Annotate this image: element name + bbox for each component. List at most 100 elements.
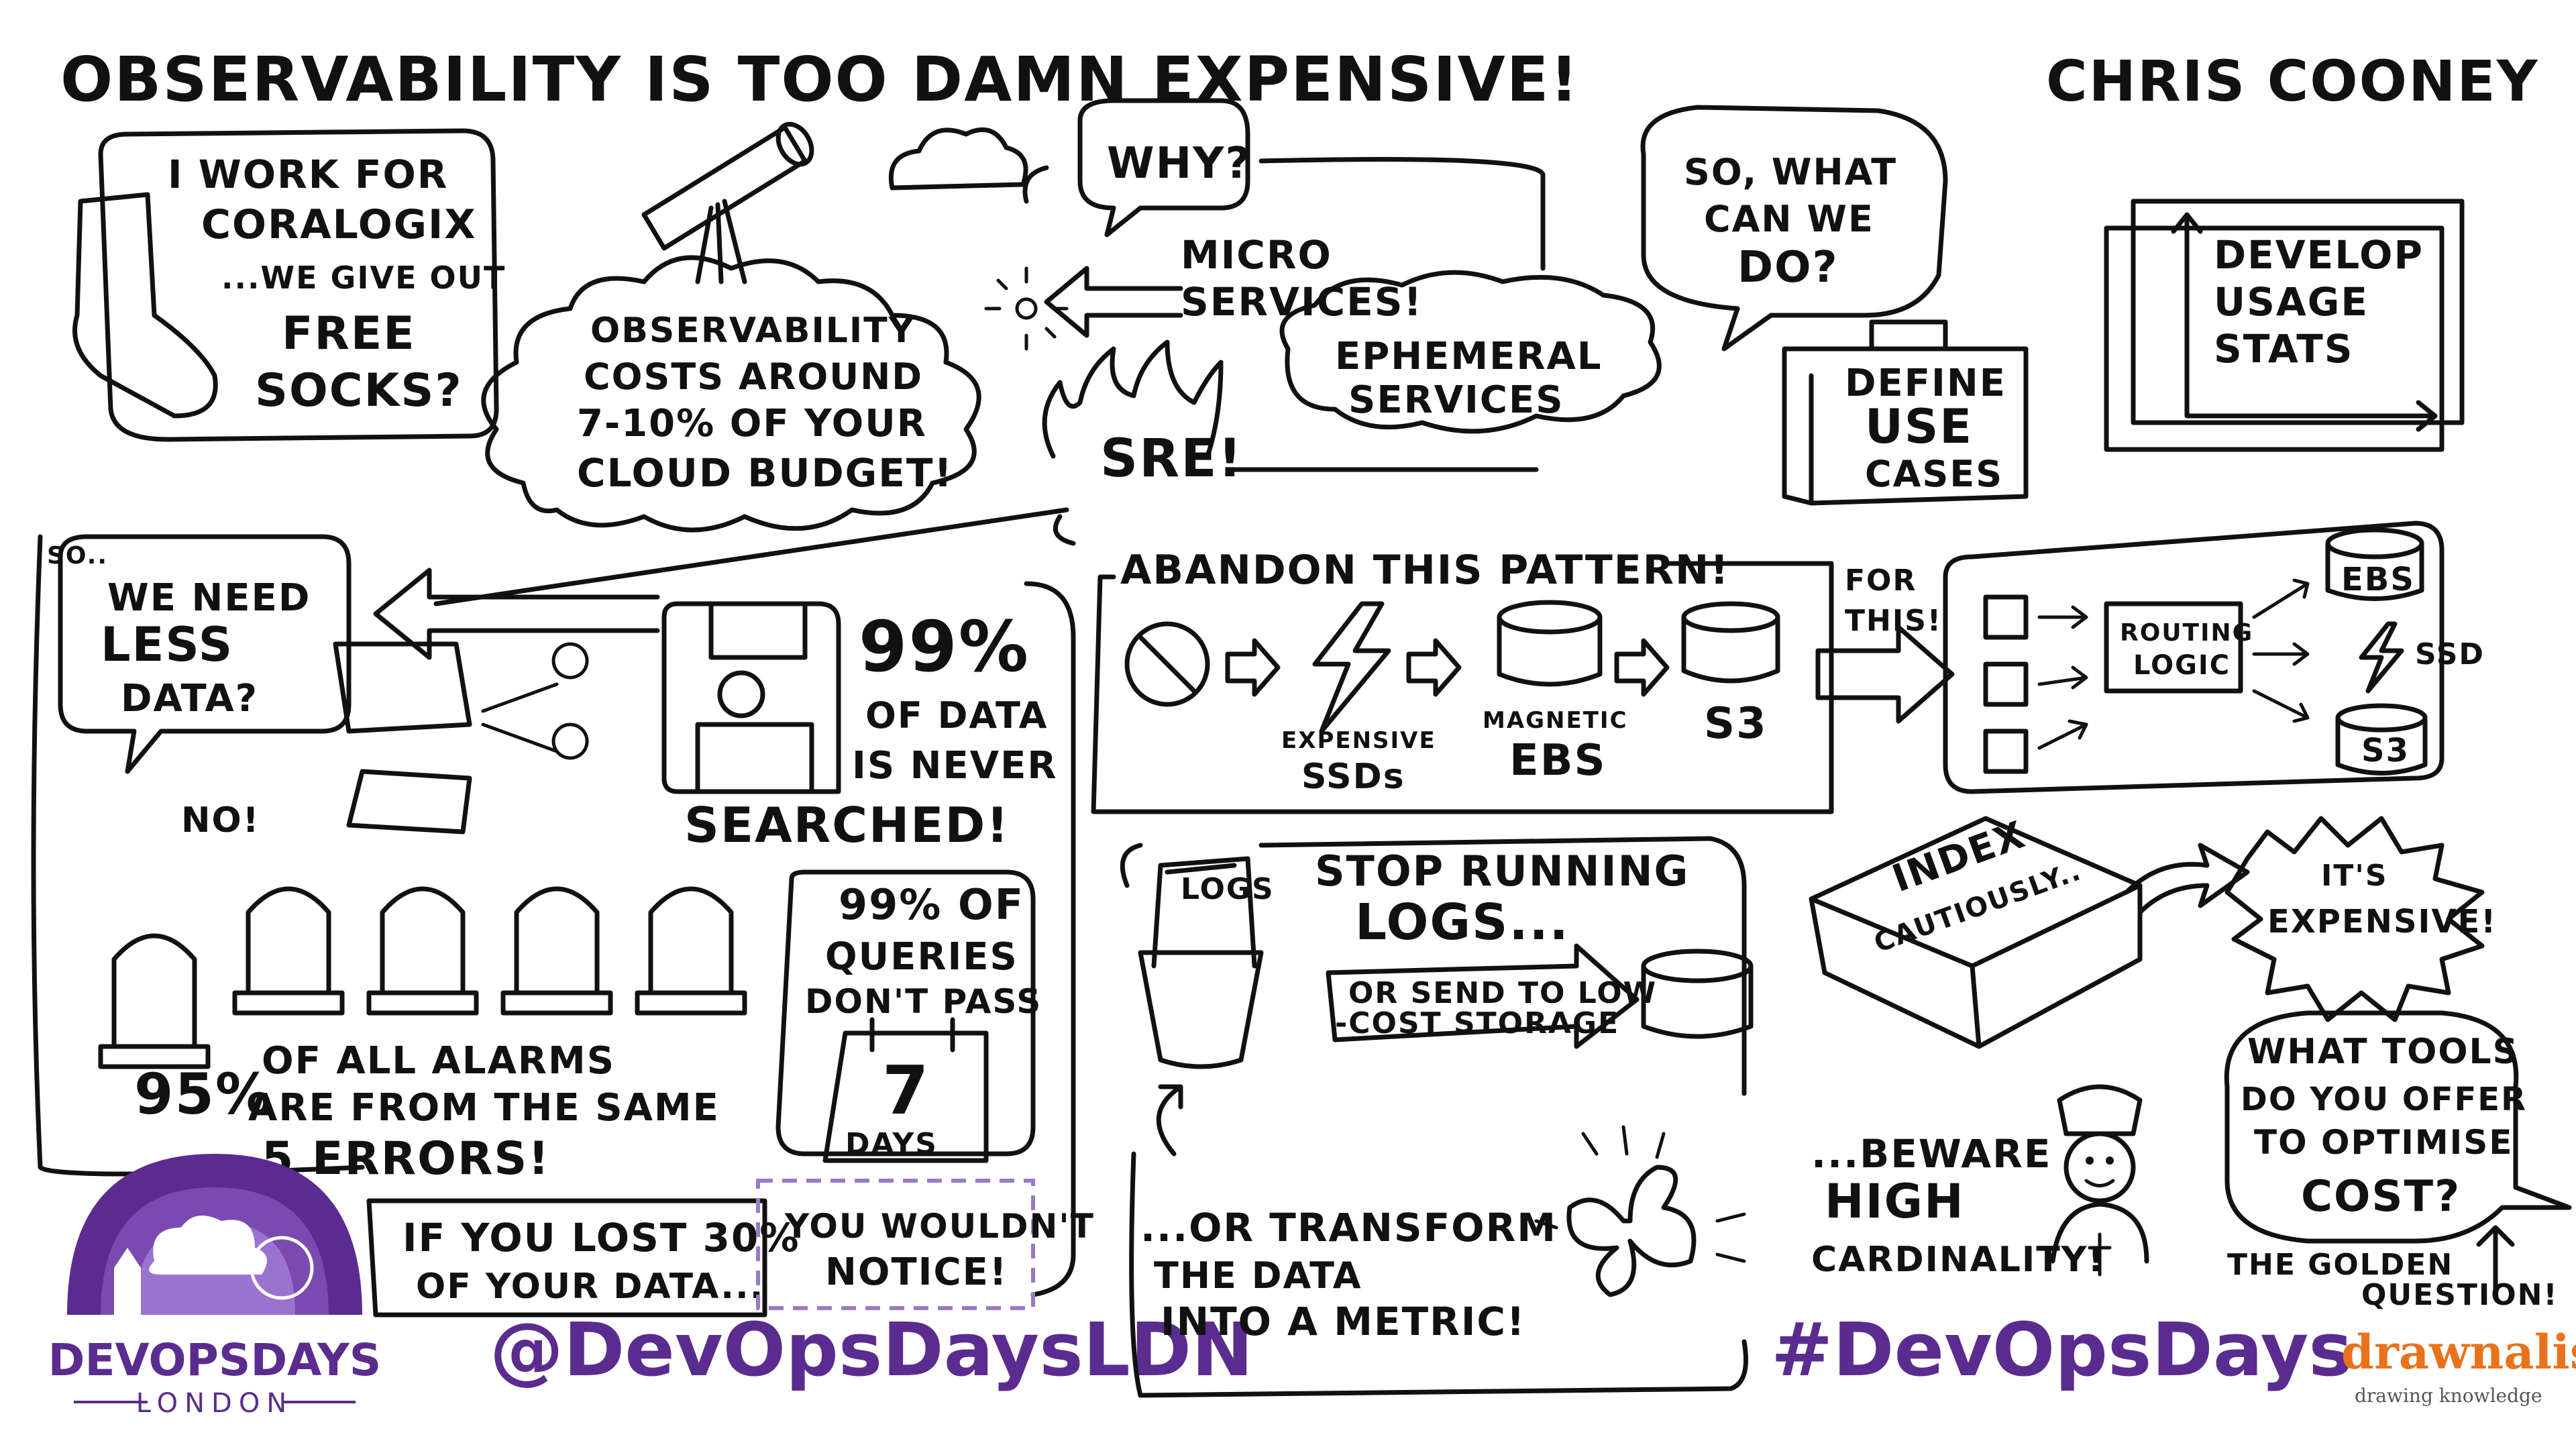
svg-text:OR SEND TO LOW: OR SEND TO LOW: [1348, 976, 1657, 1010]
svg-text:OBSERVABILITY: OBSERVABILITY: [590, 311, 915, 351]
svg-text:YOU WOULDN'T: YOU WOULDN'T: [784, 1207, 1095, 1246]
speaker-name: CHRIS COONEY: [2046, 48, 2539, 114]
svg-text:OF DATA: OF DATA: [865, 694, 1048, 737]
left-arrow-icon: [1044, 266, 1183, 338]
svg-text:...WE GIVE OUT: ...WE GIVE OUT: [221, 260, 506, 296]
svg-text:LOGIC: LOGIC: [2133, 650, 2231, 681]
briefcase-icon: [1782, 319, 2029, 506]
hashtag: #DevOpsDays: [1771, 1307, 2353, 1393]
svg-text:WHAT TOOLS: WHAT TOOLS: [2247, 1032, 2519, 1072]
svg-text:DEFINE: DEFINE: [1845, 362, 2006, 405]
svg-text:THIS!: THIS!: [1845, 604, 1942, 638]
pattern-panel: ABANDON THIS PATTERN! EXPENSIVE SSDs MAG…: [1091, 521, 2483, 814]
left-arrow-icon: [373, 568, 660, 660]
svg-text:7-10% OF YOUR: 7-10% OF YOUR: [577, 402, 927, 445]
svg-text:DEVELOP: DEVELOP: [2214, 232, 2424, 278]
svg-text:CASES: CASES: [1865, 453, 2003, 495]
svg-text:SO..: SO..: [47, 542, 108, 570]
what-can-we-do-panel: SO, WHAT CAN WE DO?: [1640, 105, 1948, 352]
svg-text:ROUTING: ROUTING: [2120, 619, 2253, 647]
spark-icon: [984, 266, 1069, 351]
svg-text:...OR TRANSFORM: ...OR TRANSFORM: [1140, 1205, 1557, 1250]
drawnalism-logo: drawnalism drawing knowledge: [2341, 1324, 2576, 1407]
calendar-icon: [822, 1017, 989, 1163]
svg-text:FOR: FOR: [1845, 564, 1917, 598]
floppy-disk-icon: [661, 601, 841, 794]
right-arrow-icon: [1614, 638, 1670, 697]
svg-text:WHY?: WHY?: [1107, 139, 1252, 189]
svg-text:EXPENSIVE!: EXPENSIVE!: [2267, 903, 2497, 941]
svg-text:OF YOUR DATA...: OF YOUR DATA...: [416, 1267, 764, 1307]
svg-text:DO?: DO?: [1737, 243, 1839, 292]
svg-text:COSTS AROUND: COSTS AROUND: [584, 356, 923, 398]
big-right-arrow-icon: [1815, 625, 1955, 724]
svg-text:IT'S: IT'S: [2321, 859, 2388, 893]
london-wordmark: LONDON: [136, 1388, 293, 1419]
searched-panel: 99% OF DATA IS NEVER SEARCHED!: [661, 601, 1058, 853]
svg-text:95%: 95%: [134, 1061, 273, 1127]
svg-text:EBS: EBS: [2341, 561, 2415, 598]
define-use-cases-panel: DEFINE USE CASES: [1782, 319, 2029, 506]
svg-text:COST?: COST?: [2301, 1172, 2461, 1222]
svg-text:STATS: STATS: [2214, 326, 2354, 372]
spiky-bubble: [2224, 816, 2485, 1022]
butterfly-icon: [1566, 1165, 1697, 1297]
cardinality-panel: ...BEWARE HIGH CARDINALITY!: [1811, 1084, 2149, 1280]
why-panel: WHY? MICRO SERVICES! EPHEMERAL SERVICES …: [984, 98, 1662, 546]
svg-text:EXPENSIVE: EXPENSIVE: [1281, 727, 1436, 754]
svg-text:NOTICE!: NOTICE!: [825, 1250, 1008, 1294]
bucket-icon: [2335, 703, 2428, 775]
svg-text:...BEWARE: ...BEWARE: [1811, 1131, 2051, 1177]
svg-text:USAGE: USAGE: [2214, 279, 2369, 325]
intro-panel: I WORK FOR CORALOGIX ...WE GIVE OUT FREE…: [72, 128, 506, 442]
scissors-icon: [481, 642, 589, 760]
svg-text:THE GOLDEN: THE GOLDEN: [2227, 1248, 2453, 1282]
svg-text:NO!: NO!: [181, 800, 260, 841]
sock-icon: [72, 192, 218, 419]
database-icon: [2325, 527, 2424, 601]
svg-text:IS NEVER: IS NEVER: [852, 744, 1058, 788]
svg-text:drawnalism: drawnalism: [2341, 1324, 2576, 1380]
svg-text:SRE!: SRE!: [1100, 429, 1243, 489]
svg-text:SERVICES: SERVICES: [1348, 378, 1564, 422]
svg-text:THE DATA: THE DATA: [1154, 1254, 1362, 1297]
svg-text:CLOUD BUDGET!: CLOUD BUDGET!: [577, 450, 953, 496]
svg-text:CAN WE: CAN WE: [1704, 198, 1874, 240]
bucket-icon: [1681, 601, 1780, 684]
svg-text:CARDINALITY!: CARDINALITY!: [1811, 1240, 2105, 1280]
alarms-panel: 95% OF ALL ALARMS ARE FROM THE SAME 5 ER…: [98, 886, 747, 1185]
svg-text:DAYS: DAYS: [845, 1127, 938, 1161]
svg-text:QUERIES: QUERIES: [825, 935, 1018, 979]
svg-text:MAGNETIC: MAGNETIC: [1483, 707, 1628, 734]
lightning-icon: [2359, 621, 2404, 694]
right-arrow-icon: [1406, 638, 1462, 697]
lightning-icon: [1312, 601, 1391, 734]
devopsdays-logo: DEVOPSDAYS LONDON: [48, 1154, 381, 1419]
svg-text:5 ERRORS!: 5 ERRORS!: [262, 1132, 550, 1185]
svg-text:INTO A METRIC!: INTO A METRIC!: [1161, 1299, 1525, 1344]
right-arrow-icon: [2124, 843, 2250, 915]
cost-cloud: [481, 255, 981, 533]
bucket-icon: [1641, 949, 1754, 1039]
curved-arrow-icon: [1156, 1084, 1183, 1157]
send-arrow-icon: [1326, 943, 1640, 1049]
svg-text:ABANDON THIS PATTERN!: ABANDON THIS PATTERN!: [1120, 547, 1730, 594]
svg-text:IF YOU LOST 30%: IF YOU LOST 30%: [402, 1215, 800, 1260]
twitter-handle: @DevOpsDaysLDN: [490, 1307, 1253, 1393]
no-entry-icon: [1124, 621, 1210, 707]
svg-text:SOCKS?: SOCKS?: [255, 364, 463, 417]
svg-text:99% OF: 99% OF: [839, 880, 1024, 929]
small-cloud-icon: [888, 127, 1028, 191]
svg-text:SO, WHAT: SO, WHAT: [1684, 151, 1897, 193]
chart-axes-icon: [2171, 212, 2438, 432]
floppy-cut-icon: [333, 641, 472, 835]
svg-text:TO OPTIMISE: TO OPTIMISE: [2254, 1123, 2513, 1162]
svg-text:S3: S3: [1704, 699, 1768, 749]
svg-text:DO YOU OFFER: DO YOU OFFER: [2241, 1081, 2527, 1118]
flame-icon: [1042, 339, 1224, 459]
svg-text:USE: USE: [1865, 399, 1973, 454]
svg-text:SSDs: SSDs: [1301, 757, 1405, 797]
svg-text:LOGS: LOGS: [1181, 872, 1275, 906]
queries-panel: 99% OF QUERIES DON'T PASS 7 DAYS: [775, 869, 1040, 1163]
